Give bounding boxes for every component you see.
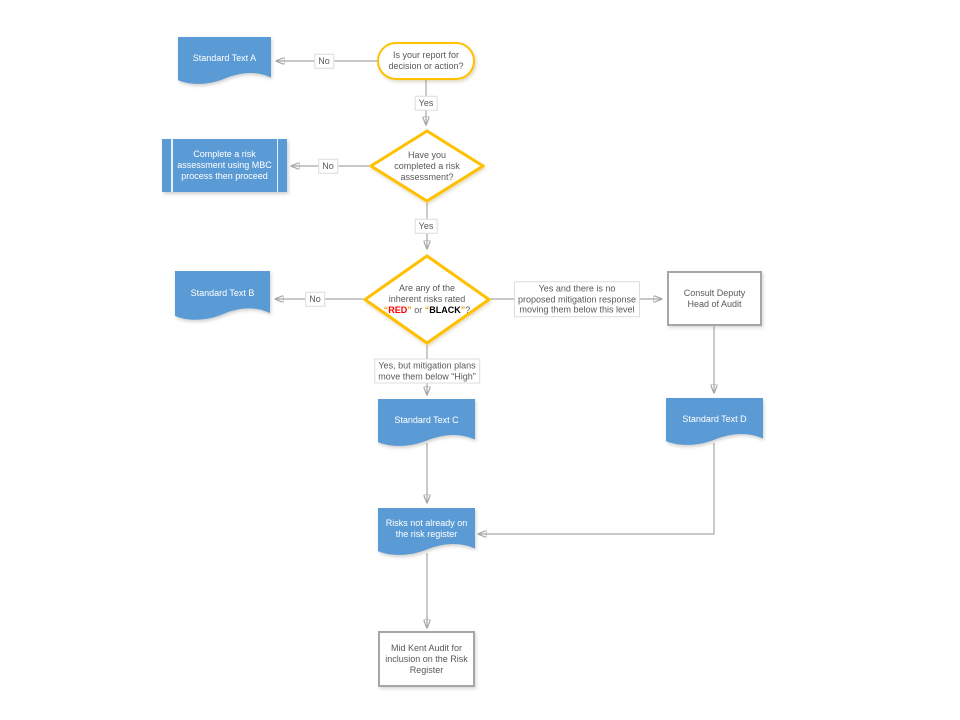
rating-question-line-3: “RED” or “BLACK”? <box>384 305 471 316</box>
rating-question-line-2: inherent risks rated <box>388 294 466 304</box>
edge-label-yes-report: Yes <box>414 95 438 111</box>
yes-mitigation-line-2: move them below “High” <box>378 371 476 381</box>
process-consult-deputy-head-of-audit: Consult Deputy Head of Audit <box>667 271 762 326</box>
or-word: or <box>411 305 425 315</box>
quote-close-red: ” <box>407 305 412 315</box>
edge-label-yes-no-mitigation: Yes and there is no proposed mitigation … <box>513 281 641 317</box>
assessment-question-line-3: assessment? <box>400 171 454 182</box>
edge-label-yes-mitigation: Yes, but mitigation plans move them belo… <box>374 358 480 384</box>
document-shape <box>378 399 475 446</box>
quote-open-black: “ <box>424 305 430 315</box>
quote-open-red: “ <box>383 305 389 315</box>
document-standard-text-d-label: Standard Text D <box>682 413 747 424</box>
edge-label-no-report: No <box>314 53 334 69</box>
decision-rating-question-label: Are any of the inherent risks rated “RED… <box>384 283 471 316</box>
process-mid-kent-audit: Mid Kent Audit for inclusion on the Risk… <box>378 631 475 687</box>
document-standard-text-d: Standard Text D <box>666 398 763 450</box>
document-standard-text-b: Standard Text B <box>175 271 270 325</box>
diamond-shape <box>363 254 491 345</box>
document-standard-text-a-label: Standard Text A <box>192 52 257 63</box>
predefined-process-bar-left <box>171 139 173 192</box>
document-standard-text-b-label: Standard Text B <box>190 287 255 298</box>
mid-kent-label: Mid Kent Audit for inclusion on the Risk… <box>385 643 468 676</box>
mbc-line-1: Complete a risk <box>193 149 256 159</box>
terminator-report-question-label: Is your report for decision or action? <box>388 50 463 72</box>
mbc-line-2: assessment using MBC <box>177 160 272 170</box>
mbc-line-3: process then proceed <box>181 171 268 181</box>
process-mbc-risk-assessment: Complete a risk assessment using MBC pro… <box>162 139 287 192</box>
decision-assessment-question: Have you completed a risk assessment? <box>369 129 485 203</box>
document-risks-not-on-register: Risks not already on the risk register <box>378 508 475 560</box>
risks-line-1: Risks not already on <box>385 518 468 528</box>
document-shape <box>178 37 271 84</box>
quote-close-black: ” <box>460 305 466 315</box>
edge-label-no-assessment: No <box>318 158 338 174</box>
decision-rating-question: Are any of the inherent risks rated “RED… <box>363 254 491 345</box>
terminator-report-question: Is your report for decision or action? <box>377 42 475 80</box>
consult-line-1: Consult Deputy <box>683 287 746 298</box>
consult-label: Consult Deputy Head of Audit <box>684 288 746 310</box>
assessment-question-line-1: Have you <box>407 149 447 160</box>
report-question-line-2: decision or action? <box>388 61 464 71</box>
yes-no-mitigation-line-1: Yes and there is no <box>538 283 616 294</box>
predefined-process-bar-right <box>276 139 278 192</box>
yes-mitigation-line-1: Yes, but mitigation plans <box>378 360 476 371</box>
red-rating-word: RED <box>388 305 408 315</box>
black-rating-word: BLACK <box>429 305 461 315</box>
consult-line-2: Head of Audit <box>687 298 742 309</box>
document-standard-text-a: Standard Text A <box>178 37 271 89</box>
document-shape <box>378 508 475 555</box>
question-mark: ? <box>465 305 471 315</box>
connector-text-d-to-risks <box>478 443 715 534</box>
document-standard-text-c-label: Standard Text C <box>394 414 459 425</box>
rating-question-line-1: Are any of the <box>398 283 456 293</box>
document-shape <box>666 398 763 445</box>
report-question-line-1: Is your report for <box>392 50 459 60</box>
assessment-question-line-2: completed a risk <box>394 160 460 171</box>
process-mbc-risk-assessment-label: Complete a risk assessment using MBC pro… <box>164 149 285 182</box>
yes-no-mitigation-line-2: proposed mitigation response <box>517 293 637 304</box>
mid-kent-line-1: Mid Kent Audit for <box>390 642 463 653</box>
yes-no-mitigation-line-3: moving them below this level <box>519 304 635 315</box>
decision-assessment-question-label: Have you completed a risk assessment? <box>394 150 460 183</box>
document-risks-not-on-register-label: Risks not already on the risk register <box>386 518 468 550</box>
mid-kent-line-3: Register <box>409 664 444 675</box>
diamond-shape <box>369 129 485 203</box>
document-standard-text-c: Standard Text C <box>378 399 475 451</box>
document-shape <box>175 271 270 320</box>
edge-label-no-rating: No <box>305 291 325 307</box>
risks-line-2: the risk register <box>395 529 458 539</box>
mid-kent-line-2: inclusion on the Risk <box>385 653 468 664</box>
edge-label-yes-assessment: Yes <box>414 218 438 234</box>
